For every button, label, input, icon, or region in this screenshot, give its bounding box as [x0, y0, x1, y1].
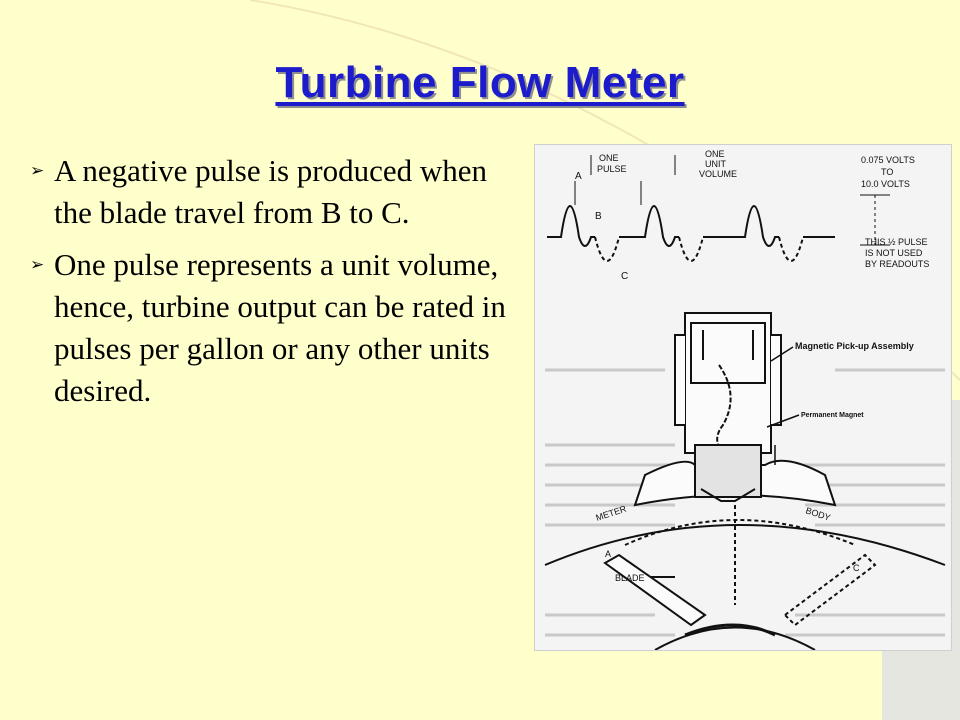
label-volts: TO [881, 167, 893, 177]
label-blade-a: A [605, 549, 611, 559]
pulse-waveform [547, 205, 835, 262]
arrow-bullet-icon: ➢ [30, 255, 45, 275]
label-permanent-magnet: Permanent Magnet [801, 412, 864, 419]
faded-scan-text [545, 368, 945, 637]
turbine-meter-diagram: ONE PULSE ONE UNIT VOLUME 0.075 VOLTS TO… [544, 149, 946, 650]
label-one-pulse: PULSE [597, 164, 627, 174]
label-one-pulse: ONE [599, 153, 619, 163]
label-point-c: C [621, 271, 628, 282]
meter-body [544, 505, 946, 650]
label-unit-volume: UNIT [705, 159, 726, 169]
pickup-arrows [766, 346, 800, 465]
label-unit-volume: VOLUME [699, 169, 737, 179]
label-half-pulse: IS NOT USED [865, 248, 923, 258]
bullet-item: ➢ A negative pulse is produced when the … [30, 150, 525, 234]
label-volts: 10.0 VOLTS [861, 179, 910, 189]
pickup-assembly [633, 312, 837, 507]
bullet-item: ➢ One pulse represents a unit volume, he… [30, 244, 525, 412]
arrow-bullet-icon: ➢ [30, 161, 45, 181]
label-blade: BLADE [615, 573, 645, 583]
label-half-pulse: BY READOUTS [865, 259, 929, 269]
label-volts: 0.075 VOLTS [861, 155, 915, 165]
label-unit-volume: ONE [705, 149, 725, 159]
label-point-b: B [595, 211, 602, 222]
label-body: BODY [804, 505, 831, 522]
label-blade-c: C [853, 563, 860, 573]
label-half-pulse: THIS ½ PULSE [865, 237, 928, 247]
bullet-text: One pulse represents a unit volume, henc… [54, 247, 506, 408]
label-point-a: A [575, 171, 582, 182]
turbine-meter-figure: ONE PULSE ONE UNIT VOLUME 0.075 VOLTS TO… [534, 144, 952, 651]
label-pickup-assembly: Magnetic Pick-up Assembly [795, 341, 914, 351]
bullet-text: A negative pulse is produced when the bl… [54, 153, 488, 230]
slide-title: Turbine Flow Meter [275, 58, 685, 107]
pulse-markers [574, 155, 890, 246]
bullet-list: ➢ A negative pulse is produced when the … [30, 150, 525, 422]
